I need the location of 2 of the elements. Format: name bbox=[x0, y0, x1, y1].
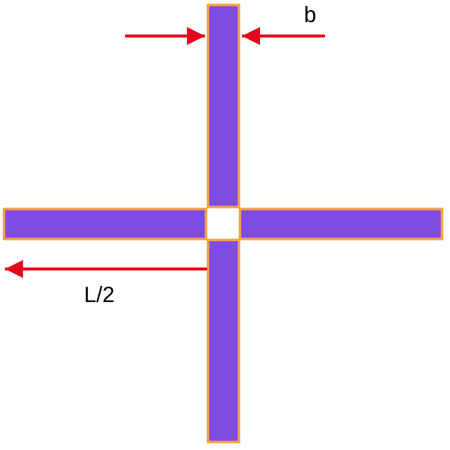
dimension-label: b bbox=[304, 4, 316, 26]
dimension-label: L/2 bbox=[84, 284, 115, 306]
